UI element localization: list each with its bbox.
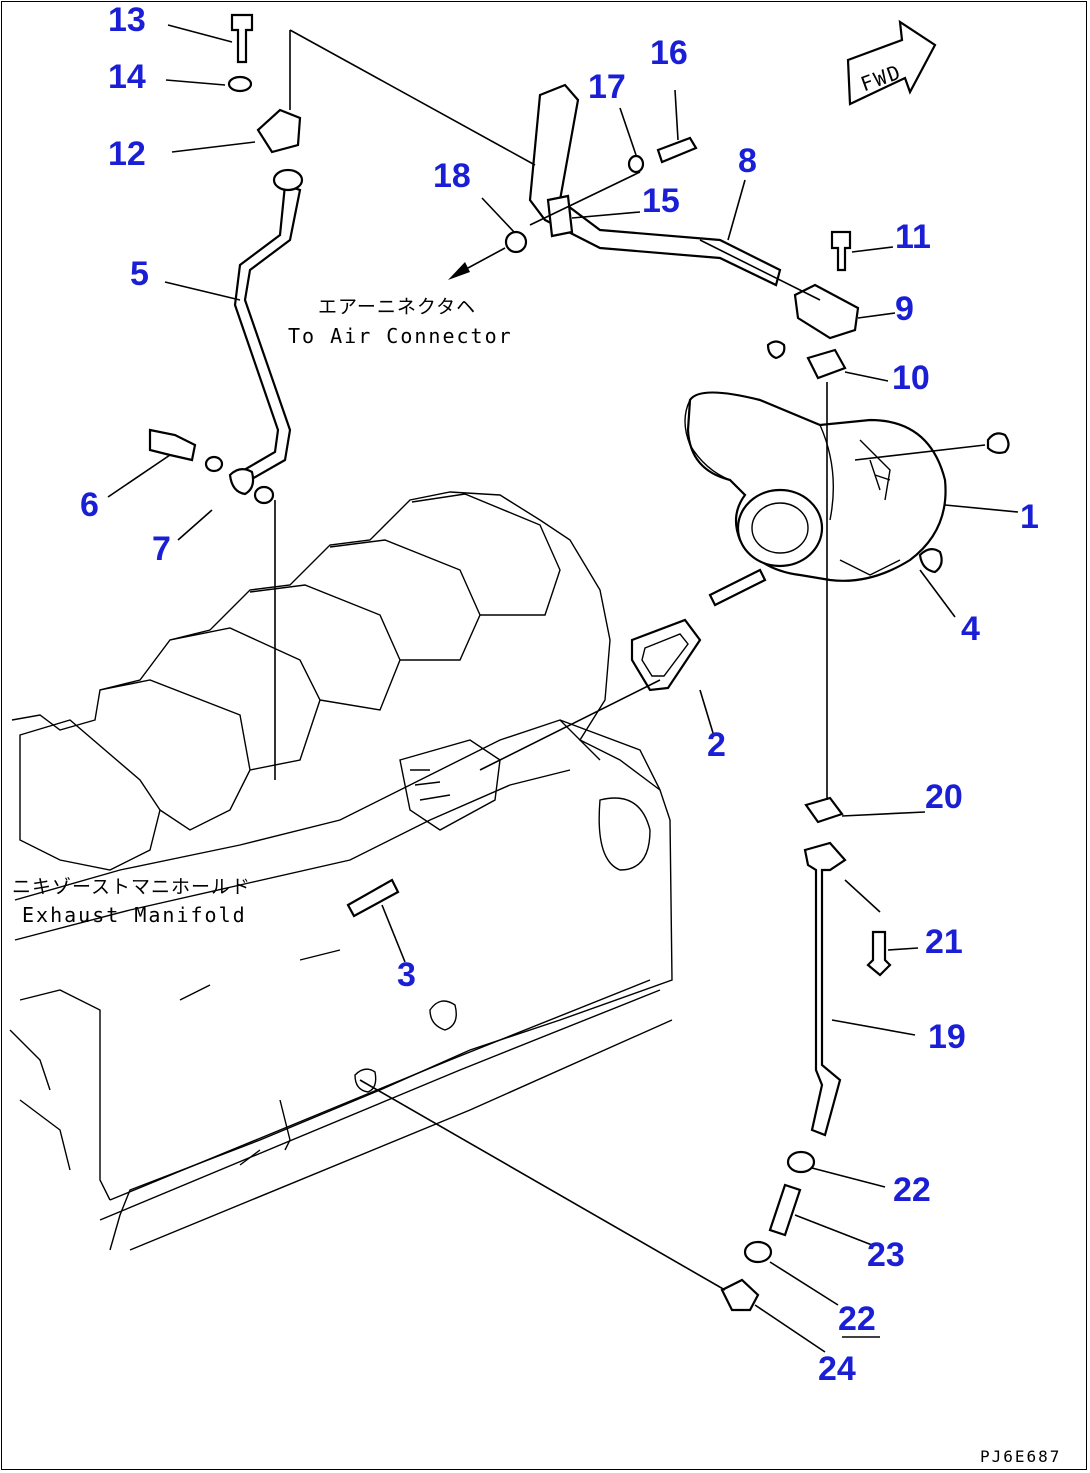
callout-21: 21	[925, 923, 963, 961]
exhaust-manifold-label-jp: ニキゾーストマニホールド	[12, 876, 251, 898]
pipe-fitting-drawing	[272, 168, 304, 192]
exhaust-manifold-label-en: Exhaust Manifold	[22, 903, 247, 927]
nut-4-drawing	[918, 548, 943, 574]
callout-24: 24	[818, 1350, 856, 1388]
callout-9: 9	[895, 290, 914, 328]
callout-19: 19	[928, 1018, 966, 1056]
bolt-13-drawing	[230, 13, 254, 64]
washer-drawing	[253, 485, 275, 505]
callout-18: 18	[433, 157, 471, 195]
gasket-20-drawing	[804, 796, 844, 824]
callout-6: 6	[80, 486, 99, 524]
callout-20: 20	[925, 778, 963, 816]
callout-11: 11	[895, 218, 931, 256]
callout-15: 15	[642, 182, 680, 220]
air-connector-arrowhead	[448, 262, 470, 280]
bolt-6-drawing	[148, 428, 197, 462]
callout-22-second: 22	[838, 1300, 876, 1338]
callout-2: 2	[707, 726, 726, 764]
callout-12: 12	[108, 135, 146, 173]
bolt-16-drawing	[656, 136, 698, 164]
callout-4: 4	[961, 610, 980, 648]
fwd-arrow: FWD	[846, 19, 937, 106]
callout-8: 8	[738, 142, 757, 180]
pipe-end-drawing	[228, 468, 255, 496]
washer-17-drawing	[627, 154, 645, 174]
clamp-22-drawing	[786, 1150, 816, 1174]
drain-pipe-drawing	[803, 841, 847, 1137]
air-connector-label-en: To Air Connector	[288, 324, 513, 348]
stud-drawing	[708, 568, 767, 607]
fitting-9-drawing	[793, 283, 860, 340]
bolt-3-drawing	[346, 878, 400, 918]
spacer-18-drawing	[504, 230, 528, 254]
gasket-drawing	[630, 618, 702, 692]
callout-17: 17	[588, 68, 626, 106]
callout-7: 7	[152, 530, 171, 568]
callout-1: 1	[1020, 498, 1039, 536]
callout-16: 16	[650, 34, 688, 72]
drawing-code: PJ6E687	[980, 1447, 1061, 1466]
bracket-drawing	[256, 108, 302, 154]
gasket-10-drawing	[806, 348, 847, 380]
nut-drawing	[766, 340, 786, 360]
callout-23: 23	[867, 1236, 905, 1274]
air-connector-label-jp: エアーニネクタヘ	[318, 296, 476, 318]
hose-23-drawing	[768, 1183, 802, 1237]
bolt-21-drawing	[866, 930, 892, 977]
clamp-drawing	[546, 194, 574, 238]
washer-14-drawing	[227, 75, 253, 93]
leader-lines	[107, 24, 1019, 1353]
callout-13: 13	[108, 1, 146, 39]
callout-numbers: 1 2 3 4 5 6 7 8 9 10 11 12 13 14 15 16 1…	[80, 1, 1039, 1388]
washer-drawing	[204, 455, 224, 473]
callout-14: 14	[108, 58, 146, 96]
callout-22: 22	[893, 1171, 931, 1209]
callout-5: 5	[130, 255, 149, 293]
turbocharger-drawing	[684, 391, 1010, 582]
bolt-11-drawing	[830, 230, 852, 272]
clamp-22-drawing	[743, 1240, 773, 1264]
callout-3: 3	[397, 956, 416, 994]
callout-10: 10	[892, 359, 930, 397]
air-hose-drawing	[528, 83, 782, 287]
elbow-24-drawing	[720, 1278, 760, 1312]
engine-block-drawing	[9, 491, 673, 1251]
